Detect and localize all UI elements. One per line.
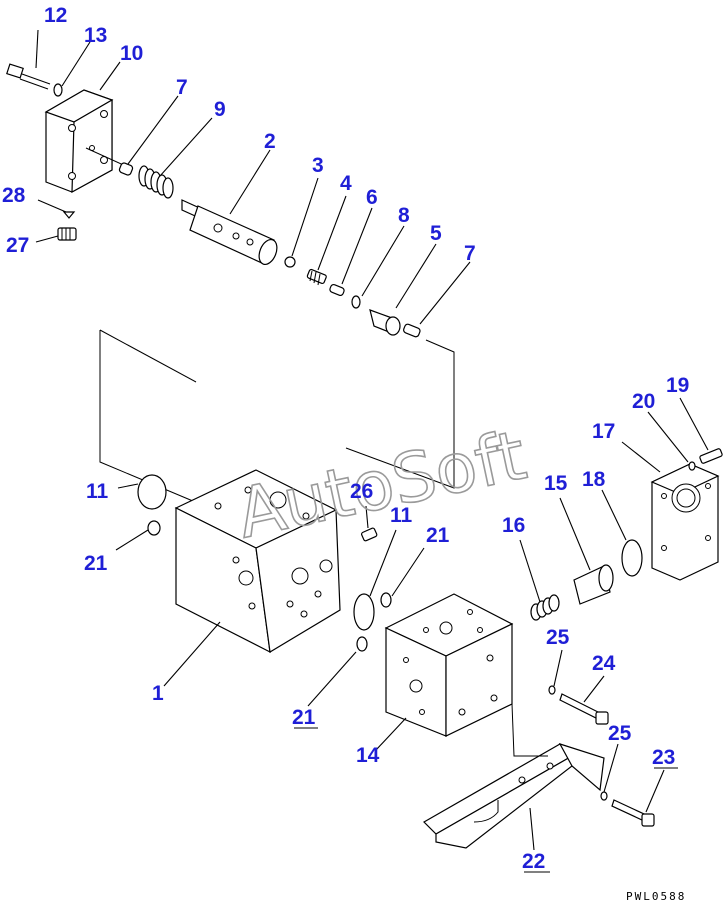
callout-19: 19 <box>666 374 689 397</box>
callout-23: 23 <box>652 746 675 769</box>
callout-14: 14 <box>356 744 380 767</box>
callout-25-lower: 25 <box>608 722 632 745</box>
callout-7-mid: 7 <box>464 242 476 265</box>
leader-lines <box>35 29 709 851</box>
callout-21-mid: 21 <box>426 524 450 547</box>
valve-block-1 <box>174 469 341 654</box>
callout-25-upper: 25 <box>546 626 570 649</box>
callout-11-left: 11 <box>86 480 109 503</box>
callout-2: 2 <box>264 130 276 153</box>
callout-24: 24 <box>592 652 616 675</box>
callout-7-top: 7 <box>176 76 188 99</box>
callout-21-low: 21 <box>292 706 316 729</box>
cover-plate-10 <box>44 89 114 194</box>
o-ring-11-mid <box>353 593 375 631</box>
o-ring-21-low <box>356 636 368 652</box>
callout-27: 27 <box>6 234 29 257</box>
plug-26 <box>361 527 378 542</box>
callout-4: 4 <box>340 172 352 195</box>
callout-6: 6 <box>366 186 378 209</box>
assembly-guide-line <box>99 330 201 505</box>
pin-7-top <box>118 162 134 176</box>
bolt-19 <box>699 448 723 464</box>
callout-10: 10 <box>120 42 143 65</box>
callout-1: 1 <box>152 682 164 705</box>
callout-3: 3 <box>312 154 324 177</box>
callout-12: 12 <box>44 4 67 27</box>
callout-5: 5 <box>430 222 442 245</box>
callout-13: 13 <box>84 24 107 47</box>
spring-4 <box>306 268 327 286</box>
bolt-24 <box>559 693 609 725</box>
callout-21-left: 21 <box>84 552 108 575</box>
plug-5 <box>369 309 401 336</box>
callout-15: 15 <box>544 472 568 495</box>
washer-25-upper <box>548 685 556 695</box>
callout-26: 26 <box>350 480 373 503</box>
o-ring-11-left <box>137 474 167 510</box>
pin-7-mid <box>403 323 421 338</box>
o-ring-18 <box>621 539 643 577</box>
fitting-27 <box>57 227 77 241</box>
valve-block-14 <box>384 593 514 737</box>
washer-13 <box>53 83 63 97</box>
drawing-number: PWL0588 <box>626 890 686 903</box>
o-ring-21-mid <box>380 592 392 608</box>
bolt-23 <box>611 799 655 827</box>
callout-9: 9 <box>214 98 226 121</box>
callout-17: 17 <box>592 420 615 443</box>
watermark: AutoSoft <box>231 416 533 554</box>
bolt-12 <box>6 63 51 90</box>
o-ring-21-left <box>147 520 161 536</box>
bracket-22 <box>423 742 605 849</box>
sleeve-15 <box>573 564 614 605</box>
callout-16: 16 <box>502 514 525 537</box>
callout-18: 18 <box>582 468 606 491</box>
callout-11-mid: 11 <box>390 504 413 527</box>
callout-8: 8 <box>398 204 410 227</box>
callout-22: 22 <box>522 850 545 873</box>
pin-6 <box>329 283 345 297</box>
seal-8 <box>351 295 361 309</box>
washer-20 <box>688 461 696 471</box>
callout-28: 28 <box>2 184 26 207</box>
plug-28 <box>62 211 76 219</box>
callout-20: 20 <box>632 390 655 413</box>
spring-9 <box>138 165 174 199</box>
spring-16 <box>530 594 560 621</box>
spool-2 <box>181 199 278 266</box>
ball-3 <box>284 256 296 268</box>
washer-25-lower <box>600 791 608 801</box>
cover-17 <box>650 463 720 581</box>
callout-labels: 12 13 10 7 9 2 3 4 6 8 5 7 28 27 11 21 1… <box>2 4 689 873</box>
